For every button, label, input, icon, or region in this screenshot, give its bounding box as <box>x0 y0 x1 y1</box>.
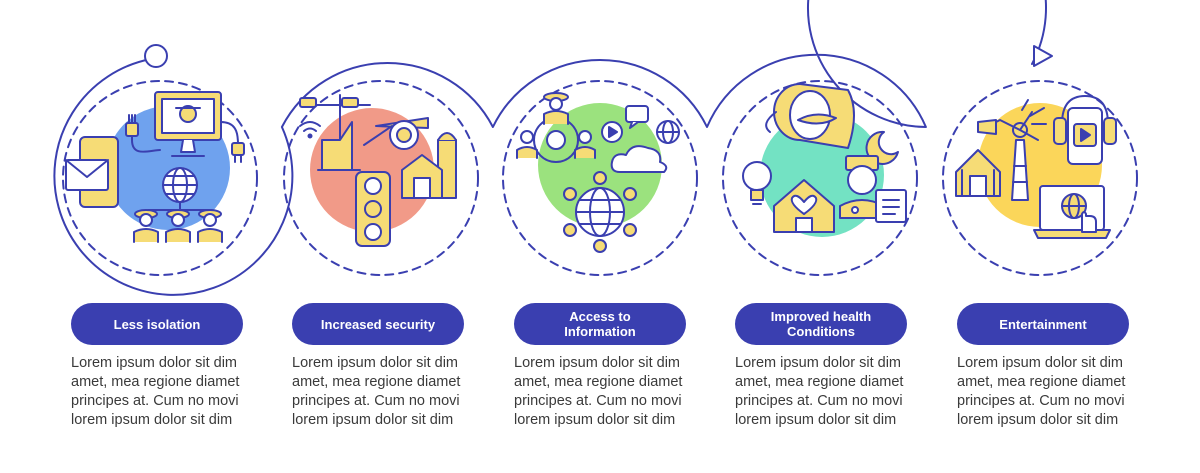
wind-turbine-icon <box>977 99 1047 201</box>
step-description-access-to-information: Lorem ipsum dolor sit dim amet, mea regi… <box>514 355 683 428</box>
step-label-less-isolation: Less isolation <box>71 303 243 345</box>
dashed-ring-4 <box>722 80 918 276</box>
dashed-ring-2 <box>283 80 479 276</box>
barn-silo-icon <box>401 132 457 199</box>
globe-icon <box>656 120 680 144</box>
start-circle-icon <box>144 44 168 68</box>
farmer-network-icon <box>516 92 596 163</box>
power-plug-icon <box>125 114 245 163</box>
medical-record-icon <box>875 189 907 223</box>
security-camera-icon <box>363 117 429 150</box>
home-heart-icon <box>773 179 835 233</box>
monitor-farmer-icon <box>154 91 222 157</box>
globe-icon <box>147 167 213 215</box>
pill-bottle-icon <box>765 83 855 149</box>
step-label-entertainment: Entertainment <box>957 303 1129 345</box>
step-description-less-isolation: Lorem ipsum dolor sit dim amet, mea regi… <box>71 355 240 428</box>
laptop-globe-icon <box>1033 185 1111 239</box>
step-label-access-to-information: Access to Information <box>514 303 686 345</box>
step-description-entertainment: Lorem ipsum dolor sit dim amet, mea regi… <box>957 355 1126 428</box>
light-bulb-icon <box>742 161 772 205</box>
wifi-icon <box>299 121 321 139</box>
play-message-icon <box>601 105 649 143</box>
step-label-improved-health: Improved health Conditions <box>735 303 907 345</box>
traffic-light-icon <box>355 171 391 247</box>
global-network-icon <box>563 171 637 253</box>
dashed-ring-5 <box>942 80 1138 276</box>
smartphone-mail-icon <box>65 136 119 208</box>
farm-house-icon <box>955 149 1001 197</box>
step-description-improved-health: Lorem ipsum dolor sit dim amet, mea regi… <box>735 355 904 428</box>
end-arrow-icon <box>1033 45 1053 67</box>
headphones-phone-icon <box>1053 95 1117 165</box>
street-light-icon <box>299 94 371 171</box>
dashed-ring-1 <box>62 80 258 276</box>
doctor-icon <box>839 155 885 219</box>
step-label-increased-security: Increased security <box>292 303 464 345</box>
cloud-icon <box>610 145 668 173</box>
connector-ring <box>53 0 1047 296</box>
farmers-icon <box>133 209 223 243</box>
step-description-increased-security: Lorem ipsum dolor sit dim amet, mea regi… <box>292 355 461 428</box>
dashed-ring-3 <box>502 80 698 276</box>
